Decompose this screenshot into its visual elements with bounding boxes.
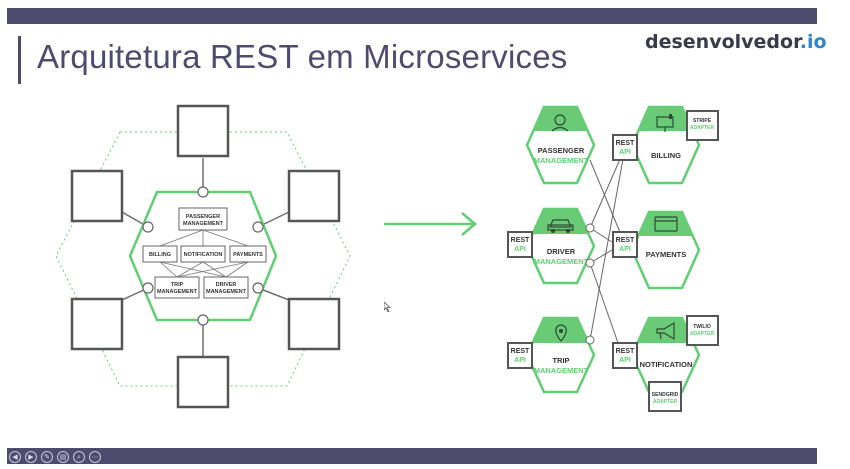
monolith-diagram: PASSENGER MANAGEMENT BILLING NOTIFICATIO… xyxy=(55,104,351,409)
external-box xyxy=(70,297,124,351)
rest-api-box: REST API xyxy=(612,134,638,161)
module-billing xyxy=(142,245,178,263)
rest-api-box: REST API xyxy=(612,342,638,369)
service-trip: TRIP MANAGEMENT xyxy=(525,316,596,394)
prev-icon[interactable]: ◀ xyxy=(9,451,21,463)
module-label: NOTIFICATION xyxy=(184,252,223,258)
more-icon[interactable]: ⋯ xyxy=(89,451,101,463)
module-label: PASSENGER xyxy=(186,214,220,220)
service-title: PASSENGER xyxy=(538,146,585,155)
slides-icon[interactable]: ▤ xyxy=(57,451,69,463)
car-icon xyxy=(547,219,574,233)
port-circle xyxy=(585,258,595,268)
svg-text:TWILIO: TWILIO xyxy=(693,324,711,330)
module-label: MANAGEMENT xyxy=(157,289,198,295)
megaphone-icon xyxy=(656,321,675,341)
svg-text:API: API xyxy=(619,246,631,253)
service-title: PAYMENTS xyxy=(646,250,686,259)
mailbox-icon xyxy=(656,114,674,132)
service-passenger: PASSENGER MANAGEMENT xyxy=(525,105,596,185)
port-circle xyxy=(142,282,154,294)
module-label: TRIP xyxy=(171,282,184,288)
service-payments: PAYMENTS xyxy=(630,210,701,290)
service-subtitle: MANAGEMENT xyxy=(534,257,589,266)
brand-name: desenvolvedor xyxy=(645,31,800,53)
transform-arrow xyxy=(384,212,477,236)
slide-title: Arquitetura REST em Microservices xyxy=(37,38,568,75)
service-subtitle: MANAGEMENT xyxy=(534,156,589,165)
port-circle xyxy=(252,282,264,294)
service-title: TRIP xyxy=(552,356,569,365)
top-band xyxy=(7,8,817,24)
pen-icon[interactable]: ✎ xyxy=(41,451,53,463)
module-label: BILLING xyxy=(149,252,171,258)
svg-text:REST: REST xyxy=(511,237,530,244)
external-box xyxy=(70,169,124,223)
player-control-bar xyxy=(7,448,817,464)
svg-text:ADAPTER: ADAPTER xyxy=(653,399,678,405)
external-box xyxy=(176,355,230,409)
credit-card-icon xyxy=(654,216,678,232)
next-icon[interactable]: ▶ xyxy=(25,451,37,463)
twilio-adapter: TWILIO ADAPTER xyxy=(686,315,719,346)
service-title: DRIVER xyxy=(547,247,576,256)
brand-logo: desenvolvedor.io xyxy=(645,31,827,53)
external-box xyxy=(287,297,341,351)
zoom-icon[interactable]: ⌕ xyxy=(73,451,85,463)
port-circle xyxy=(585,335,595,345)
stripe-adapter: STRIPE ADAPTER xyxy=(686,110,719,141)
map-pin-icon xyxy=(555,324,567,342)
port-circle xyxy=(252,221,264,233)
microservices-diagram: PASSENGER MANAGEMENT DRIVER MANAGEMENT xyxy=(507,105,719,412)
module-driver xyxy=(203,276,249,299)
external-box xyxy=(287,169,341,223)
person-icon xyxy=(551,114,569,132)
svg-text:API: API xyxy=(619,357,631,364)
svg-text:STRIPE: STRIPE xyxy=(693,118,712,124)
svg-text:SENDGRID: SENDGRID xyxy=(652,392,679,398)
rest-api-box: REST API xyxy=(507,342,533,369)
module-label: PAYMENTS xyxy=(233,252,263,258)
sendgrid-adapter: SENDGRID ADAPTER xyxy=(648,381,682,412)
module-trip xyxy=(154,276,200,299)
module-label: MANAGEMENT xyxy=(206,289,247,295)
port-circle xyxy=(197,314,209,326)
module-notification xyxy=(180,245,226,263)
mouse-cursor-icon xyxy=(384,302,392,312)
external-box xyxy=(176,104,230,158)
svg-text:REST: REST xyxy=(511,348,530,355)
svg-text:REST: REST xyxy=(616,140,635,147)
svg-text:ADAPTER: ADAPTER xyxy=(690,125,715,131)
service-subtitle: MANAGEMENT xyxy=(534,366,589,375)
svg-text:ADAPTER: ADAPTER xyxy=(690,331,715,337)
port-circle xyxy=(142,221,154,233)
port-circle xyxy=(585,223,595,233)
svg-text:REST: REST xyxy=(616,348,635,355)
service-billing: BILLING xyxy=(630,105,701,185)
module-passenger xyxy=(178,207,228,231)
service-title: BILLING xyxy=(651,151,681,160)
svg-text:REST: REST xyxy=(616,237,635,244)
brand-tld: .io xyxy=(799,31,827,53)
outer-dotted-hexagon xyxy=(55,131,351,387)
module-label: DRIVER xyxy=(216,282,237,288)
rest-api-box: REST API xyxy=(507,231,533,258)
module-label: MANAGEMENT xyxy=(183,221,224,227)
service-title: NOTIFICATION xyxy=(640,360,693,369)
port-circle xyxy=(197,186,209,198)
title-accent-bar xyxy=(18,36,21,84)
module-payments xyxy=(229,245,267,263)
rest-api-box: REST API xyxy=(612,231,638,258)
svg-text:API: API xyxy=(514,357,526,364)
svg-text:API: API xyxy=(514,246,526,253)
service-driver: DRIVER MANAGEMENT xyxy=(525,207,596,285)
svg-text:API: API xyxy=(619,149,631,156)
